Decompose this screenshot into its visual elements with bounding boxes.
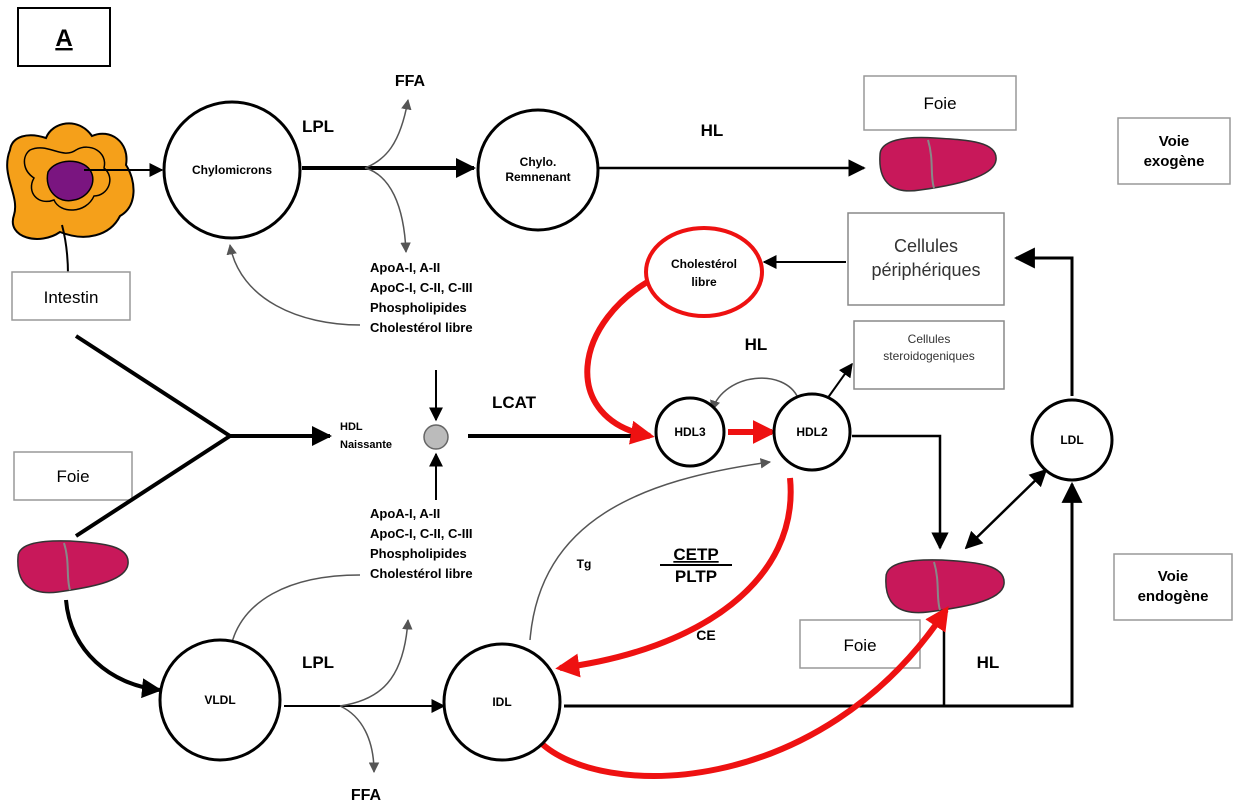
apo-bottom-item: ApoC-I, C-II, C-III [370,526,473,541]
liver-icon-bottom [886,560,1004,613]
chylo-remnant-line1: Chylo. [520,155,557,169]
liver-icon-left [18,541,128,593]
intestine-icon [7,123,133,275]
arrow-ffa-bottom-up [340,620,408,706]
arrow-ffa-bottom-down [340,706,374,772]
arrow-ffa-top [365,100,408,168]
foie-label-bottom: Foie [843,636,876,655]
foie-label-left: Foie [56,467,89,486]
apo-bottom-item: Phospholipides [370,546,467,561]
ce-label: CE [696,627,715,643]
voie-endogene-box [1114,554,1232,620]
apo-bottom-item: Cholestérol libre [370,566,473,581]
red-arrow-chol-hdl3 [587,275,660,436]
lpl-bottom-label: LPL [302,653,334,672]
pltp-label: PLTP [675,567,717,586]
apo-list-top: ApoA-I, A-II ApoC-I, C-II, C-III Phospho… [370,260,473,335]
vldl-label: VLDL [204,693,235,707]
tg-label: Tg [577,557,592,571]
ffa-bottom-label: FFA [351,787,382,804]
hdl-naissante-line2: Naissante [340,439,392,451]
arrow-ldl-liver [966,470,1046,548]
chylo-remnant-line2: Remnenant [505,170,570,184]
ldl-label: LDL [1060,433,1083,447]
cellules-stero-line2: steroidogeniques [883,349,974,363]
hl-top-label: HL [701,121,724,140]
arrow-liver-vldl [66,600,160,690]
cholesterol-libre-line1: Cholestérol [671,257,737,271]
apo-top-item: ApoC-I, C-II, C-III [370,280,473,295]
hdl2-label: HDL2 [796,425,828,439]
panel-label: A [55,25,72,52]
hl-bottom-label: HL [977,653,1000,672]
apo-bottom-item: ApoA-I, A-II [370,506,440,521]
voie-exogene-line2: exogène [1144,153,1205,170]
cholesterol-libre-line2: libre [691,275,717,289]
arrow-apo-top-return [230,245,360,325]
chylomicrons-label: Chylomicrons [192,163,272,177]
apo-list-bottom: ApoA-I, A-II ApoC-I, C-II, C-III Phospho… [370,506,473,581]
arrow-tg-hdl2 [530,462,770,640]
arrow-apo-top [365,168,406,252]
voie-exogene-line1: Voie [1159,133,1190,150]
lpl-top-label: LPL [302,117,334,136]
apo-top-item: Cholestérol libre [370,320,473,335]
idl-label: IDL [492,695,511,709]
voie-endogene-line1: Voie [1158,568,1189,585]
voie-endogene-line2: endogène [1138,588,1209,605]
apo-top-item: ApoA-I, A-II [370,260,440,275]
cellules-peripheriques-box [848,213,1004,305]
voie-exogene-box [1118,118,1230,184]
line-intestin-merge [76,336,230,436]
apo-top-item: Phospholipides [370,300,467,315]
cetp-label: CETP [673,545,718,564]
cellules-peripheriques-line1: Cellules [894,236,958,256]
hdl-naissante-dot [424,425,448,449]
arrow-hdl2-liver [852,436,940,548]
cholesterol-libre-node [646,228,762,316]
cellules-peripheriques-line2: périphériques [871,260,980,280]
foie-label-top: Foie [923,94,956,113]
arrow-ldl-peripheral [1016,258,1072,396]
intestin-label: Intestin [44,288,99,307]
arrow-apo-bottom-vldl [230,575,360,650]
hdl-naissante-line1: HDL [340,421,363,433]
hl-mid-label: HL [745,335,768,354]
lcat-label: LCAT [492,393,537,412]
liver-icon-top [880,138,996,191]
ffa-top-label: FFA [395,73,426,90]
cellules-stero-line1: Cellules [908,332,951,346]
hdl3-label: HDL3 [674,425,706,439]
